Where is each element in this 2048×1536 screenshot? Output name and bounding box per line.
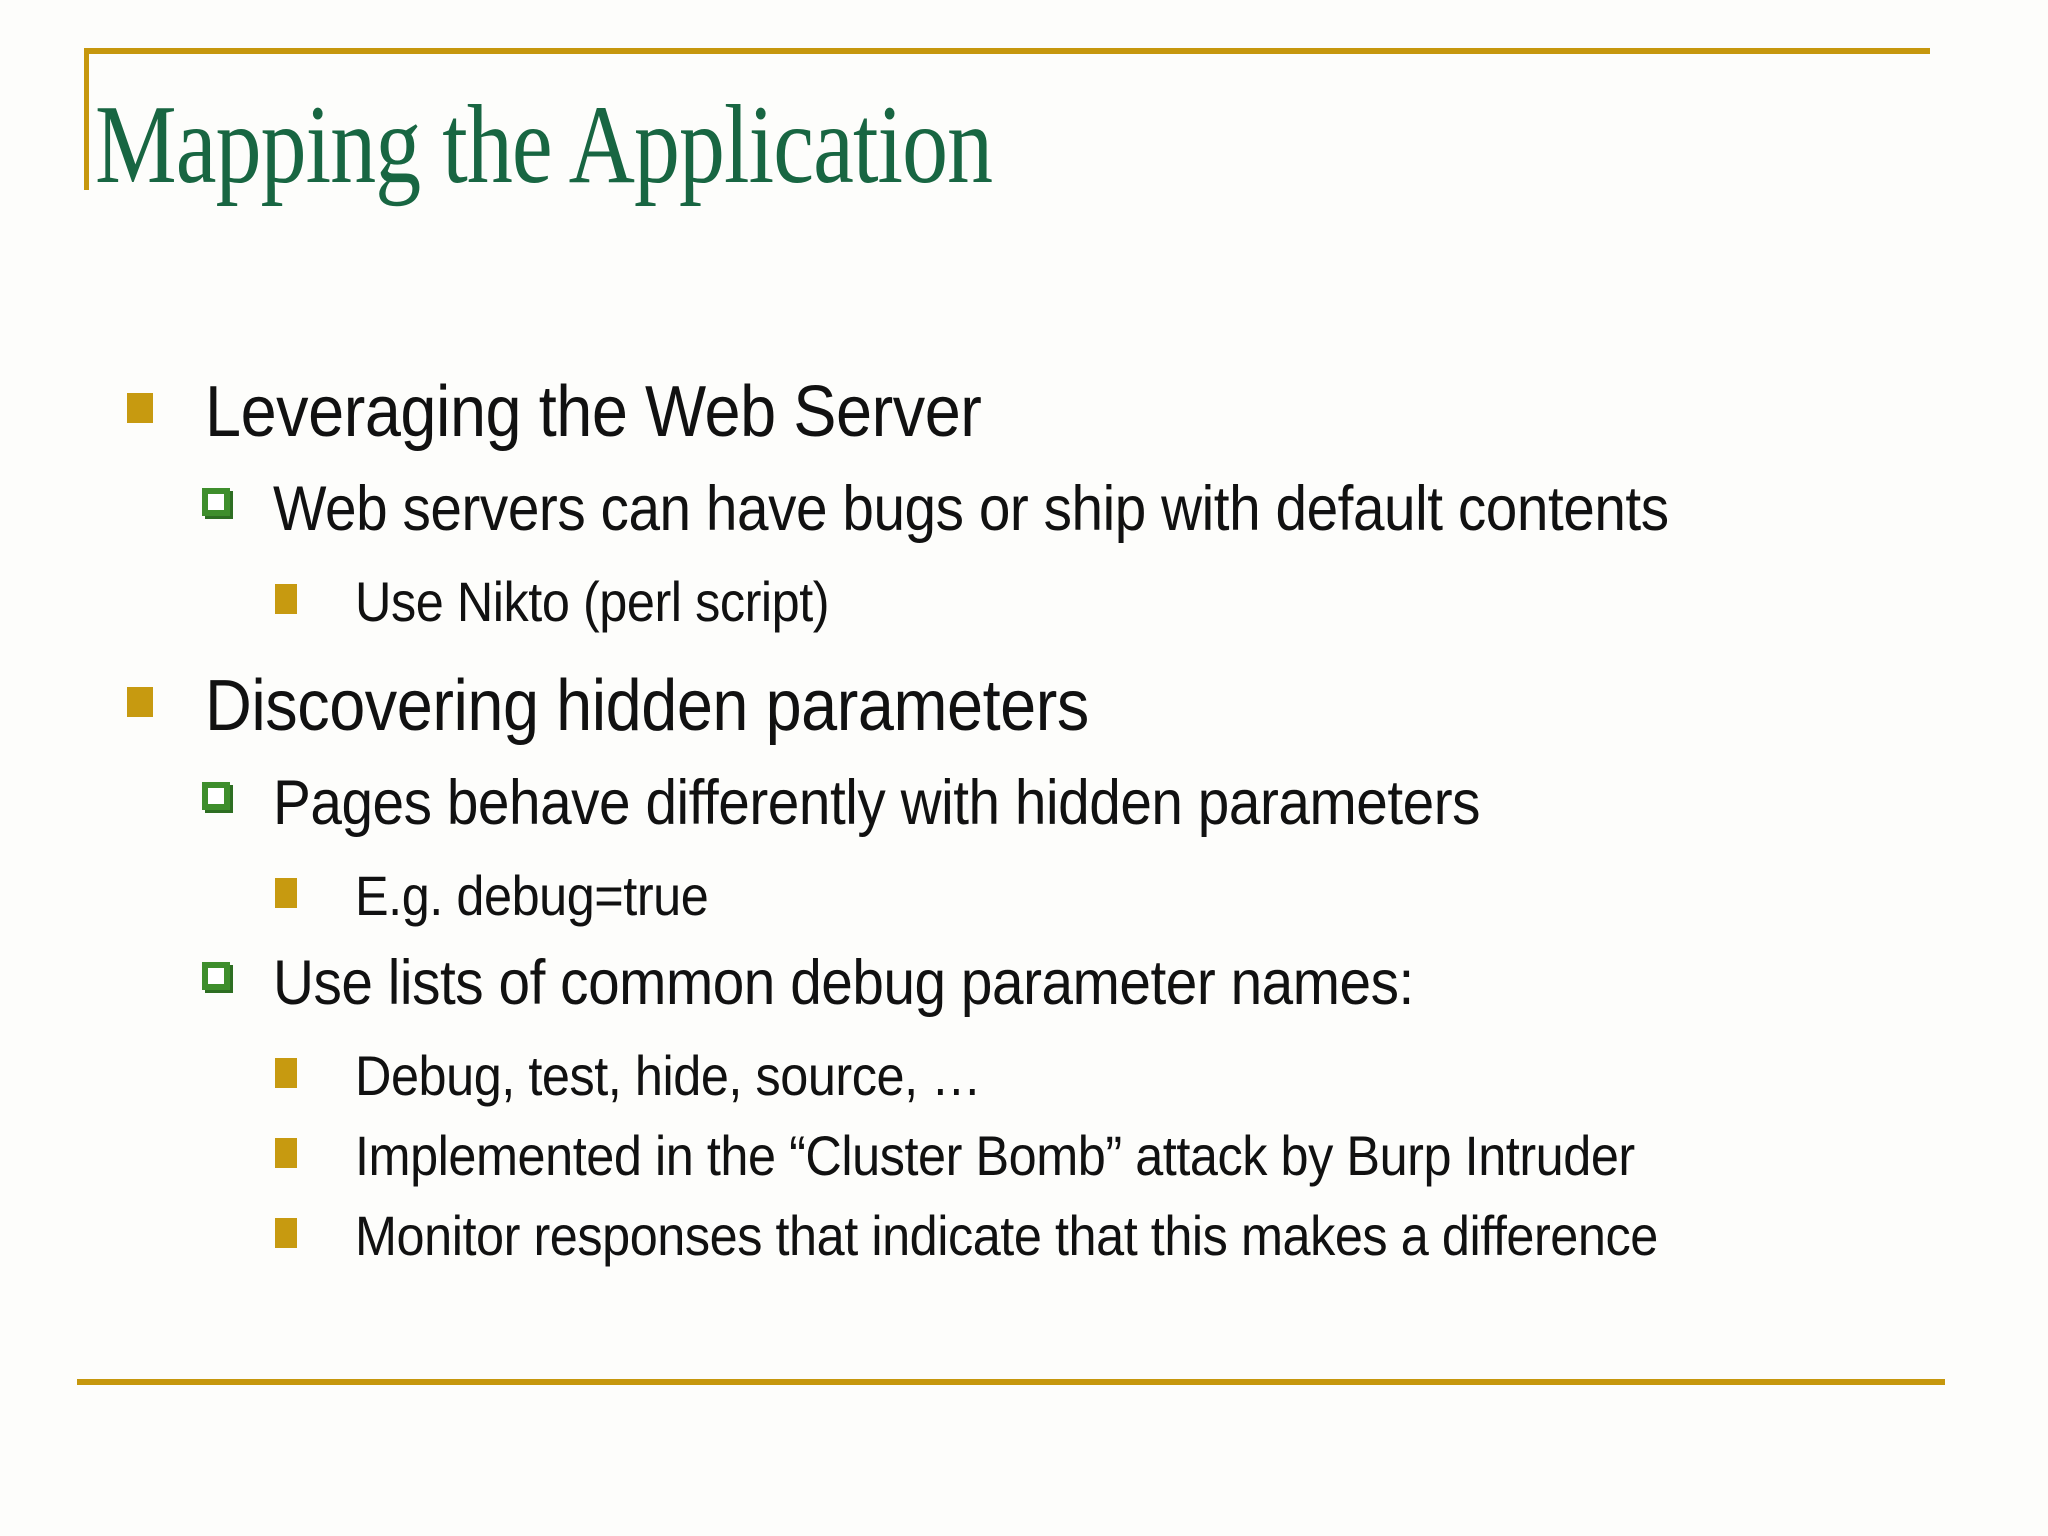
bullet-text: Debug, test, hide, source, … bbox=[355, 1044, 982, 1107]
slide-title: Mapping the Application bbox=[95, 83, 993, 207]
bullet-text: Use Nikto (perl script) bbox=[355, 570, 830, 633]
bullet-item: Leveraging the Web Server bbox=[127, 368, 2048, 456]
filled-square-bullet-icon bbox=[275, 584, 297, 614]
top-accent-rule bbox=[84, 48, 1930, 54]
bullet-item: Pages behave differently with hidden par… bbox=[202, 764, 2048, 842]
bullet-item: Debug, test, hide, source, … bbox=[275, 1042, 2048, 1110]
bullet-text: Pages behave differently with hidden par… bbox=[273, 768, 1481, 838]
bullet-text: Monitor responses that indicate that thi… bbox=[355, 1204, 1658, 1267]
filled-square-bullet-icon bbox=[275, 1138, 297, 1168]
bullet-item: E.g. debug=true bbox=[275, 862, 2048, 930]
bullet-text: E.g. debug=true bbox=[355, 864, 709, 927]
bullet-item: Use Nikto (perl script) bbox=[275, 568, 2048, 636]
bullet-text: Discovering hidden parameters bbox=[205, 666, 1089, 746]
hollow-square-bullet-icon bbox=[202, 962, 230, 990]
hollow-square-bullet-icon bbox=[202, 488, 230, 516]
bullet-text: Use lists of common debug parameter name… bbox=[273, 948, 1414, 1018]
bullet-item: Discovering hidden parameters bbox=[127, 662, 2048, 750]
bullet-item: Monitor responses that indicate that thi… bbox=[275, 1202, 2048, 1270]
bullet-item: Web servers can have bugs or ship with d… bbox=[202, 470, 2048, 548]
bullet-item: Implemented in the “Cluster Bomb” attack… bbox=[275, 1122, 2048, 1190]
filled-square-bullet-icon bbox=[275, 1218, 297, 1248]
bullet-text: Leveraging the Web Server bbox=[205, 372, 982, 452]
filled-square-bullet-icon bbox=[275, 1058, 297, 1088]
bullet-item: Use lists of common debug parameter name… bbox=[202, 944, 2048, 1022]
left-accent-rule bbox=[84, 48, 89, 190]
bullet-text: Web servers can have bugs or ship with d… bbox=[273, 474, 1669, 544]
hollow-square-bullet-icon bbox=[202, 782, 230, 810]
filled-square-bullet-icon bbox=[275, 878, 297, 908]
bottom-accent-rule bbox=[77, 1379, 1945, 1385]
filled-square-bullet-icon bbox=[127, 393, 153, 423]
bullet-text: Implemented in the “Cluster Bomb” attack… bbox=[355, 1124, 1635, 1187]
filled-square-bullet-icon bbox=[127, 687, 153, 717]
